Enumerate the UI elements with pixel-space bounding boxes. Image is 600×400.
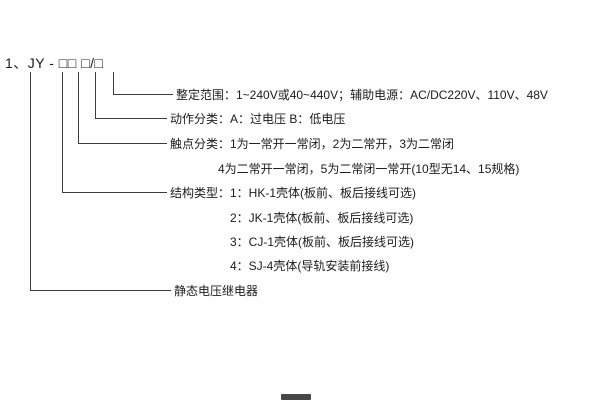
connector-device-name: [30, 72, 171, 291]
label-device-name: 静态电压继电器: [174, 284, 259, 298]
connector-setting-range: [113, 72, 173, 95]
label-action-class: 动作分类：A：过电压 B：低电压: [170, 112, 346, 126]
connector-action-class: [95, 72, 167, 119]
connector-contact-class: [78, 72, 167, 144]
connector-structure-type: [62, 72, 167, 193]
model-code: 1、JY - □□ □/□: [5, 55, 104, 71]
label-contact-class-2: 4为二常开一常闭，5为二常闭一常开(10型无14、15规格): [218, 162, 520, 176]
label-structure-type-1: 结构类型：1：HK-1壳体(板前、板后接线可选): [170, 186, 417, 200]
label-setting-range: 整定范围：1~240V或40~440V；辅助电源：AC/DC220V、110V、…: [176, 88, 548, 102]
page-bottom-mark: [281, 394, 311, 400]
label-structure-type-2: 2：JK-1壳体(板前、板后接线可选): [230, 211, 414, 225]
label-structure-type-3: 3：CJ-1壳体(板前、板后接线可选): [230, 235, 415, 249]
label-contact-class-1: 触点分类：1为一常开一常闭，2为二常开，3为二常闭: [170, 137, 455, 151]
label-structure-type-4: 4：SJ-4壳体(导轨安装前接线): [230, 259, 390, 273]
